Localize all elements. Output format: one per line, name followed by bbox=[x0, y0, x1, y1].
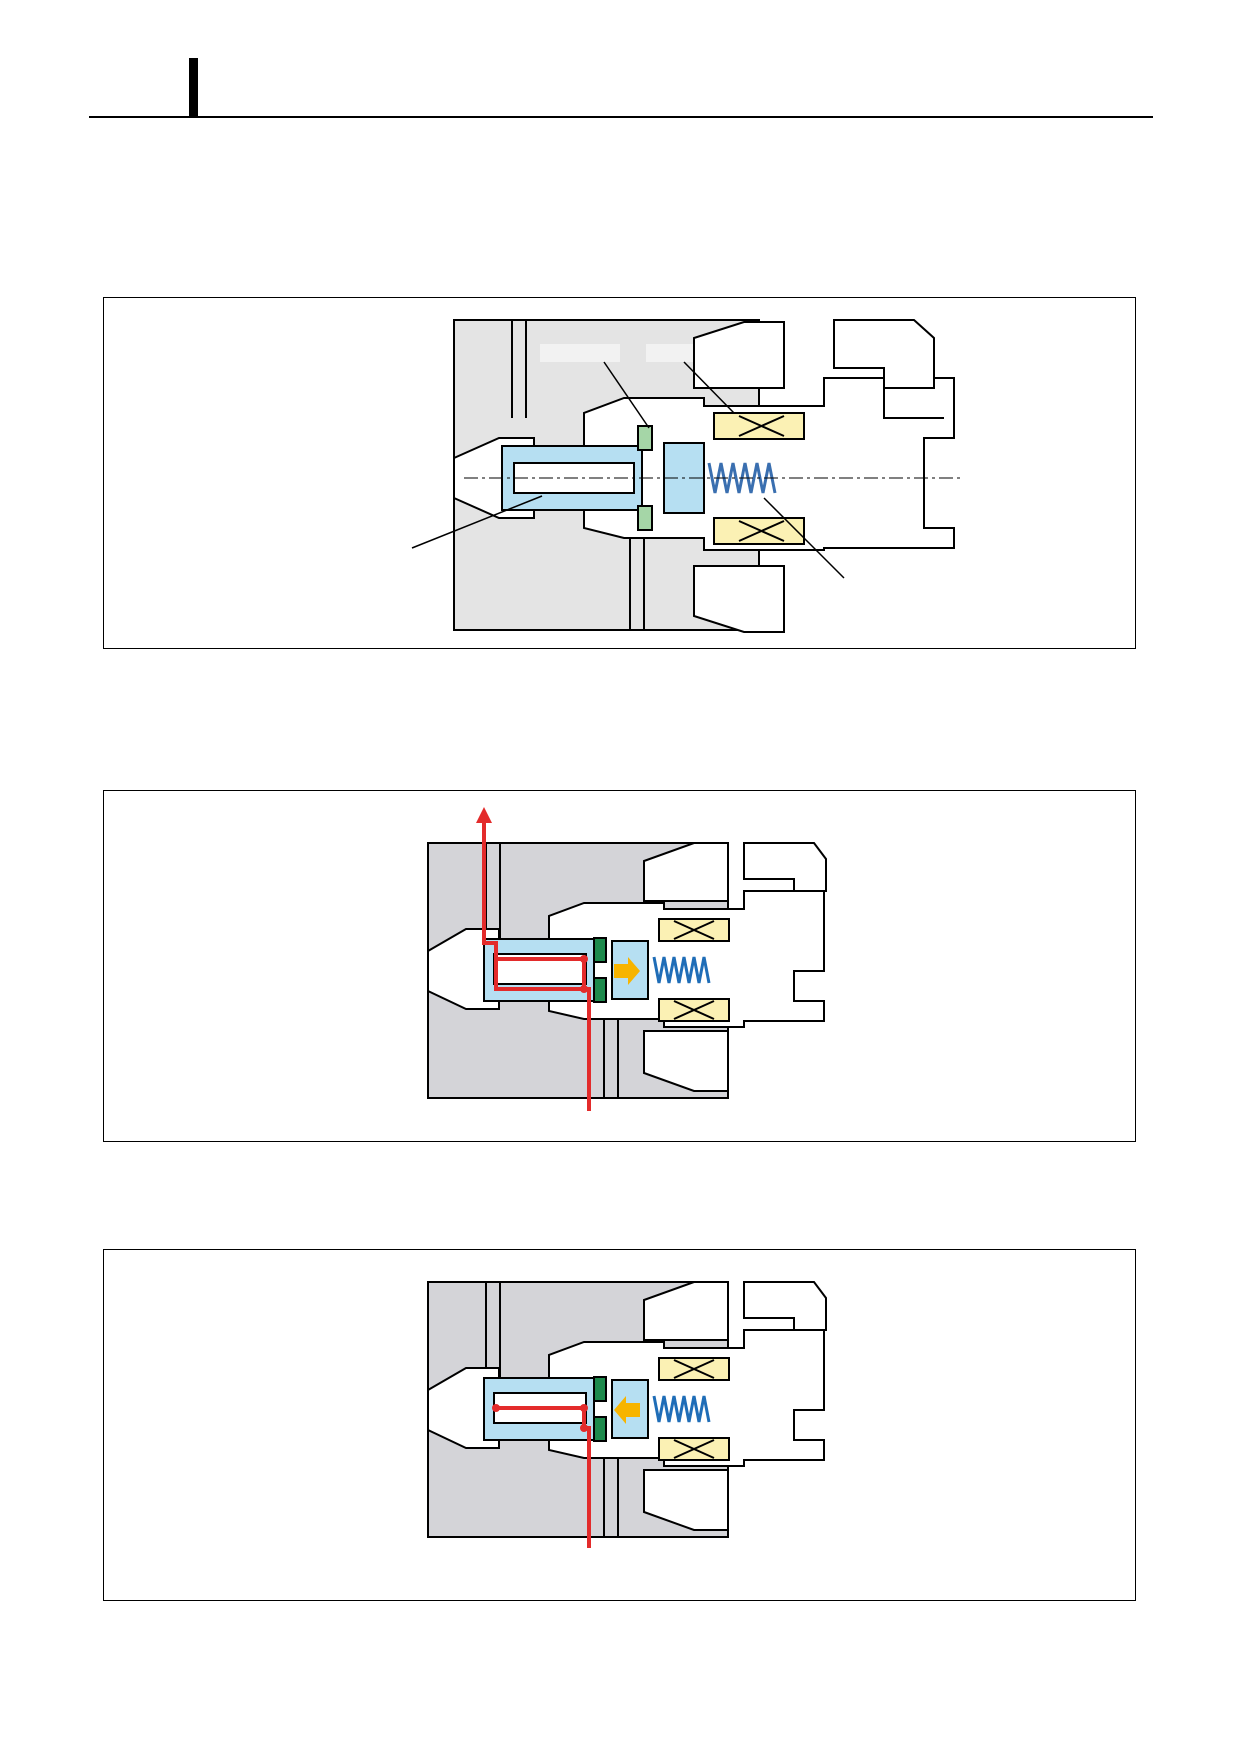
flow-path bbox=[482, 821, 591, 1111]
nut-bottom bbox=[693, 565, 785, 633]
spring bbox=[652, 956, 711, 984]
valve-flow-open-diagram bbox=[427, 807, 827, 1111]
figure-panel-flow-open bbox=[103, 790, 1136, 1142]
nut-top bbox=[693, 321, 785, 389]
nut-top bbox=[643, 842, 729, 902]
valve-cross-section-diagram bbox=[411, 319, 964, 633]
plunger-direction-arrow bbox=[614, 1396, 640, 1424]
connector bbox=[743, 1281, 827, 1331]
label-box-1 bbox=[540, 344, 620, 362]
seal-bottom bbox=[593, 1416, 607, 1442]
valve-flow-closed-diagram bbox=[427, 1281, 827, 1548]
connector bbox=[743, 842, 827, 892]
seal-bottom bbox=[637, 505, 653, 531]
valve-nose bbox=[427, 1367, 500, 1449]
coil-top bbox=[713, 412, 805, 440]
seal-top bbox=[593, 1376, 607, 1402]
flow-arrow-head bbox=[476, 807, 492, 823]
seal-top bbox=[637, 425, 653, 451]
valve-nose bbox=[427, 928, 500, 1010]
nut-top bbox=[643, 1281, 729, 1341]
nut-bottom bbox=[643, 1030, 729, 1092]
seal-top bbox=[593, 937, 607, 963]
seal-bottom bbox=[593, 977, 607, 1003]
spring bbox=[652, 1395, 711, 1423]
figure-panel-flow-closed bbox=[103, 1249, 1136, 1601]
connector bbox=[833, 319, 935, 389]
figure-panel-structure bbox=[103, 297, 1136, 649]
plunger-direction-arrow bbox=[614, 957, 640, 985]
header-rule bbox=[89, 116, 1153, 118]
nut-bottom bbox=[643, 1469, 729, 1531]
coil-bottom bbox=[713, 517, 805, 545]
header-marker-bar bbox=[189, 58, 198, 117]
